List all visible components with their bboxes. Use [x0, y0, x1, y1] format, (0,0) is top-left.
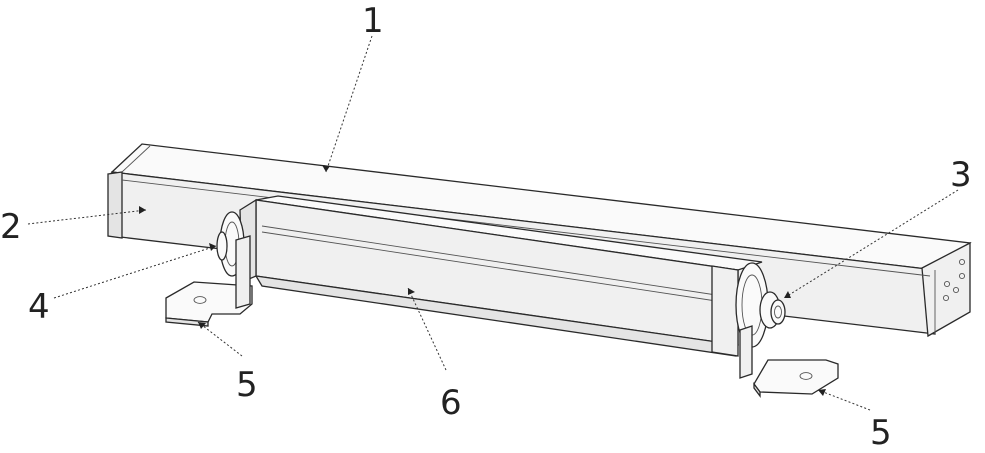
arrowhead-6: [408, 288, 415, 295]
callout-5-left: 5: [236, 365, 258, 405]
callout-6: 6: [440, 383, 462, 423]
arrowhead-4: [209, 243, 216, 251]
arrowhead-2: [139, 206, 146, 214]
left-bracket: [165, 235, 253, 327]
right-bracket: [739, 325, 839, 398]
arrowhead-5a: [198, 322, 206, 329]
callout-4: 4: [28, 287, 50, 327]
arrowhead-1: [322, 165, 330, 172]
arrowhead-5b: [818, 389, 826, 396]
lower-body: [239, 195, 763, 357]
leader-lines: [27, 35, 959, 411]
callout-2: 2: [0, 207, 22, 247]
arrowhead-3: [784, 291, 791, 298]
callout-1: 1: [362, 1, 384, 41]
callout-5-right: 5: [870, 413, 892, 453]
right-flange: [735, 262, 786, 348]
callout-3: 3: [950, 155, 972, 195]
